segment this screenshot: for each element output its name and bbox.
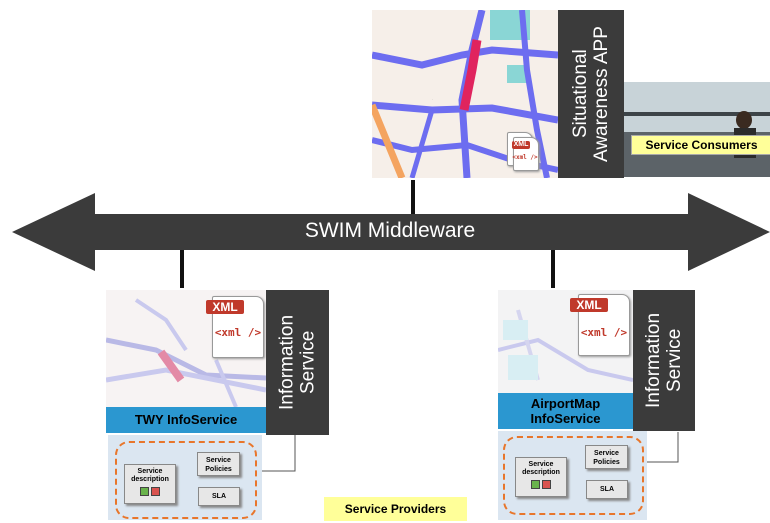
service-providers-badge: Service Providers <box>324 497 467 521</box>
right-xml-code: <xml /> <box>580 326 628 339</box>
left-service-description-card: Service description <box>124 464 176 504</box>
red-indicator-icon <box>541 480 551 489</box>
red-indicator-icon <box>150 487 160 496</box>
twy-infoservice-bar: TWY InfoService <box>106 407 266 433</box>
right-xml-tag: XML <box>570 298 608 312</box>
left-xml-code: <xml /> <box>214 326 262 339</box>
control-tower-photo <box>624 82 770 177</box>
left-info-panel <box>266 290 329 435</box>
situational-awareness-app-label: Situational Awareness APP <box>570 26 612 162</box>
right-service-policies-card: Service Policies <box>585 445 628 469</box>
right-info-panel <box>633 290 695 431</box>
airportmap-thumbnail: XML <xml /> <box>498 290 633 393</box>
right-sla-card: SLA <box>586 480 628 499</box>
right-information-service-label: Information Service <box>643 312 685 409</box>
twy-map-thumbnail: XML <xml /> <box>106 290 266 407</box>
consumer-connector <box>411 180 415 214</box>
svg-text:·: · <box>432 97 433 101</box>
consumer-xml-tag: XML <box>512 141 530 149</box>
consumer-taxiway-map: · XML <xml /> <box>372 10 558 178</box>
right-service-description-card: Service description <box>515 457 567 497</box>
right-service-dashed-group <box>503 436 644 515</box>
left-xml-tag: XML <box>206 300 244 314</box>
left-provider-connector <box>180 250 184 288</box>
left-service-dashed-group <box>115 441 257 519</box>
left-service-policies-card: Service Policies <box>197 452 240 476</box>
consumer-xml-code: <xml /> <box>512 154 538 161</box>
right-provider-connector <box>551 250 555 288</box>
green-indicator-icon <box>531 480 541 489</box>
airportmap-infoservice-bar: AirportMap InfoService <box>498 393 633 429</box>
left-information-service-label: Information Service <box>276 314 319 411</box>
service-consumers-badge: Service Consumers <box>631 135 770 155</box>
left-sla-card: SLA <box>198 487 240 506</box>
green-indicator-icon <box>140 487 150 496</box>
middleware-label: SWIM Middleware <box>304 219 476 242</box>
consumer-dark-panel <box>558 10 624 178</box>
